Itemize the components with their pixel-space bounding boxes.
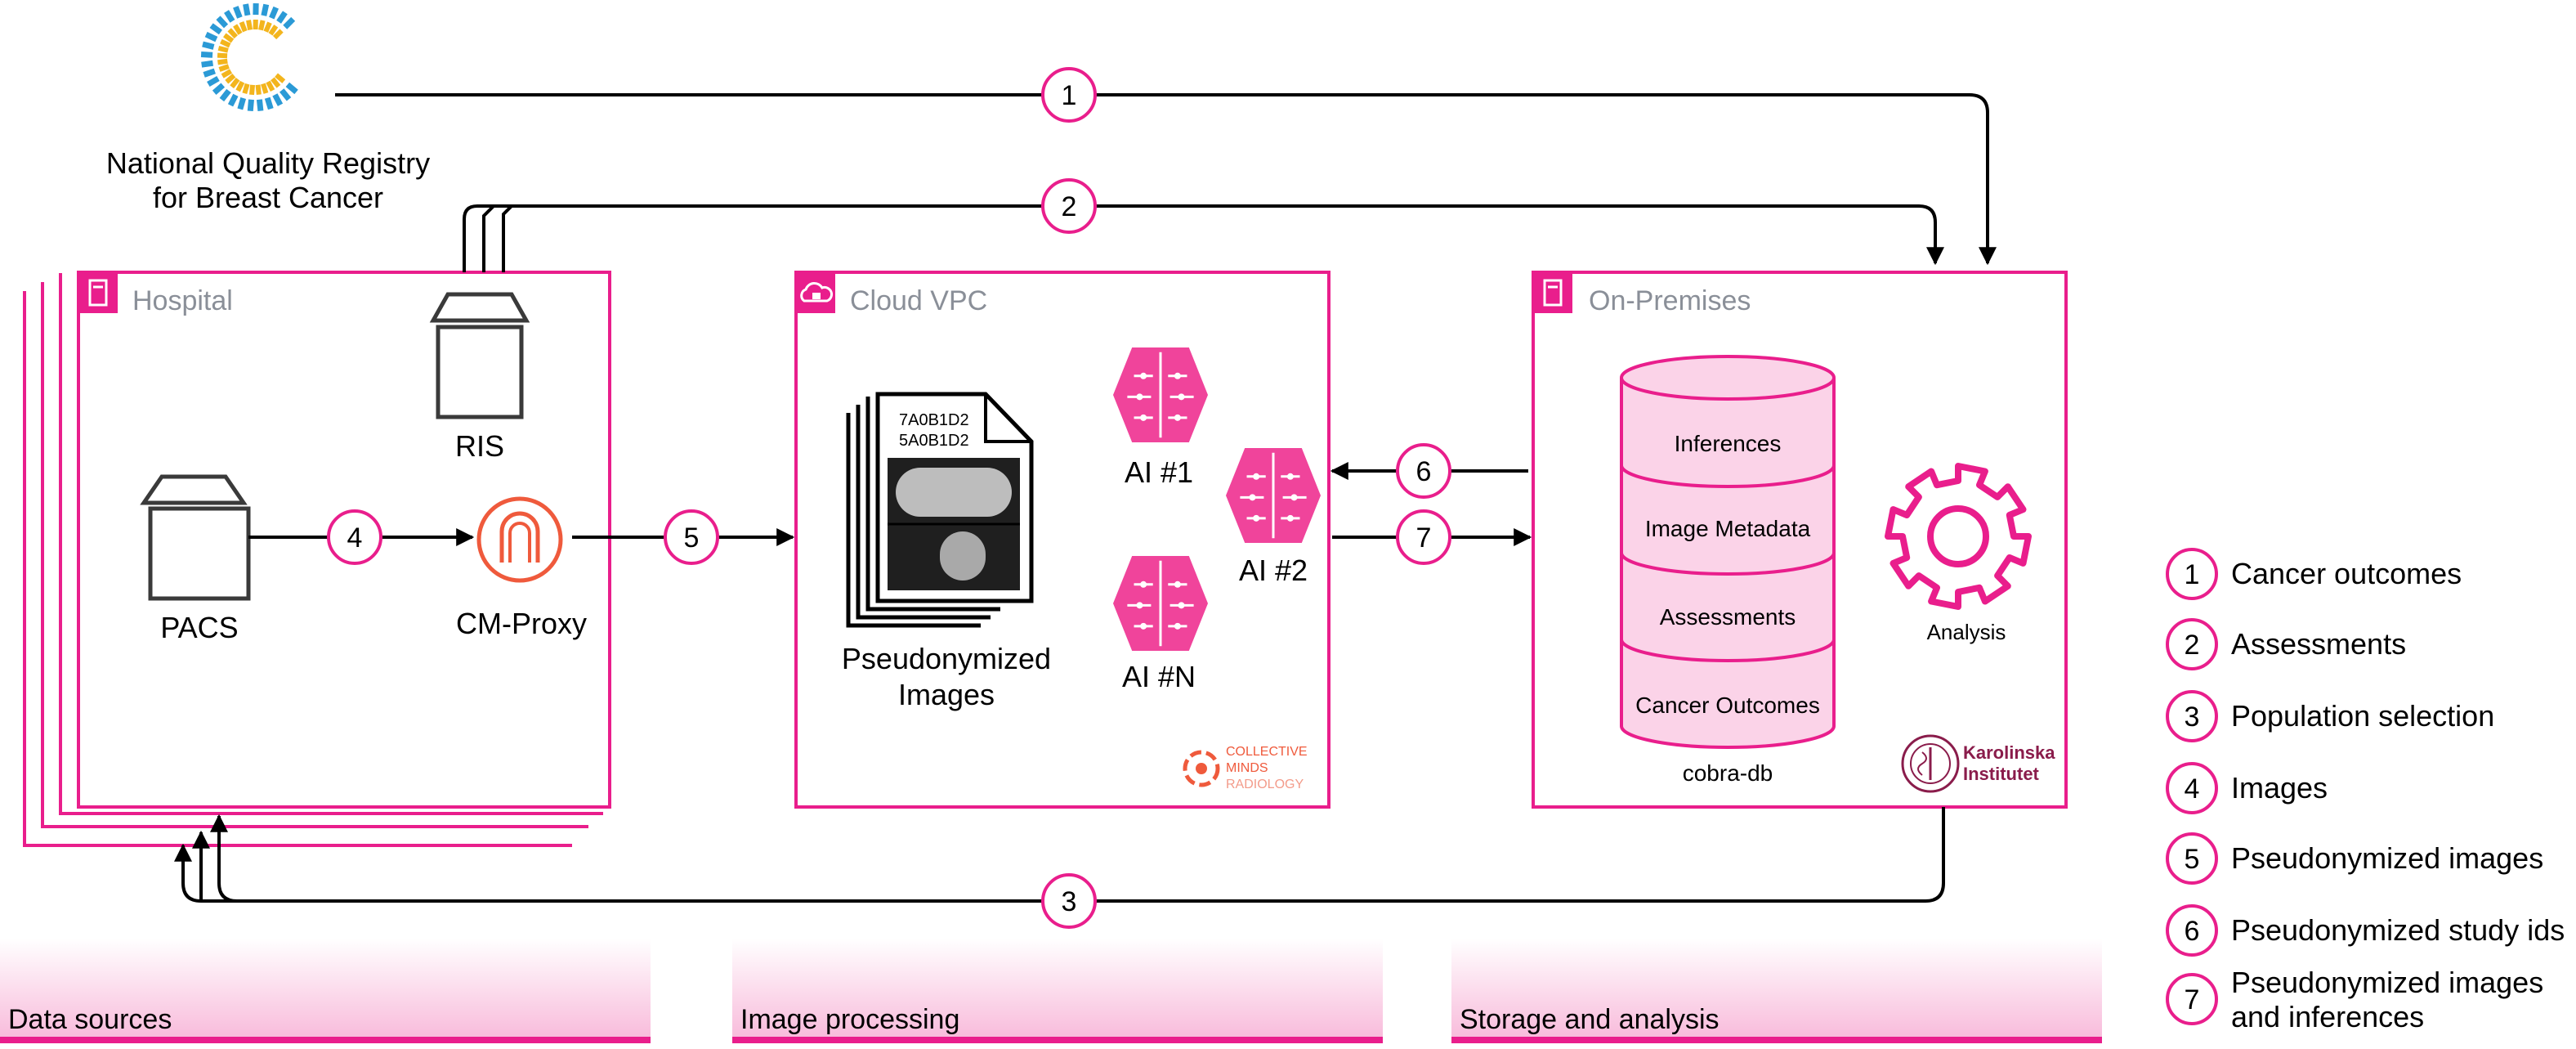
legend-label: Pseudonymized study ids (2231, 913, 2565, 947)
legend: 1 Cancer outcomes 2 Assessments 3 Popula… (2166, 548, 2565, 1033)
flow-badge-5: 5 (664, 509, 719, 565)
db-layer-assessments: Assessments (1660, 604, 1796, 630)
flow-badge-2: 2 (1041, 178, 1097, 234)
legend-item: 6 Pseudonymized study ids (2166, 904, 2565, 957)
flow-badge-7: 7 (1396, 509, 1451, 565)
legend-number: 4 (2185, 773, 2200, 805)
server-icon (78, 272, 118, 313)
collective-minds-logo-icon (1183, 750, 1220, 787)
db-layer-cancer-outcomes: Cancer Outcomes (1635, 693, 1820, 718)
cm-logo-line1: COLLECTIVE (1226, 745, 1308, 759)
pseudonymized-images-label-1: Pseudonymized (842, 642, 1051, 675)
server-icon (1533, 272, 1572, 313)
svg-text:3: 3 (1062, 886, 1077, 917)
svg-text:4: 4 (347, 522, 363, 554)
legend-label: Images (2231, 771, 2328, 805)
flow-line-2 (463, 204, 1944, 272)
legend-number: 3 (2185, 702, 2200, 733)
legend-item: 7 Pseudonymized images and inferences (2166, 966, 2543, 1033)
registry-logo-icon (200, 2, 298, 112)
section-bar-storage-analysis: Storage and analysis (1451, 939, 2102, 1043)
legend-number: 1 (2185, 559, 2200, 590)
hospital-title: Hospital (132, 285, 233, 316)
legend-label: Assessments (2231, 627, 2406, 661)
pacs-label: PACS (160, 611, 238, 644)
analysis-label: Analysis (1927, 620, 2006, 644)
cloud-lock-icon (796, 272, 835, 313)
legend-label: Cancer outcomes (2231, 557, 2462, 590)
cloud-title: Cloud VPC (850, 285, 987, 316)
db-layer-inferences: Inferences (1675, 431, 1782, 456)
section-bar-image-processing: Image processing (732, 939, 1383, 1043)
legend-item: 5 Pseudonymized images (2166, 832, 2543, 885)
registry-name-line2: for Breast Cancer (153, 181, 383, 214)
flow-line-1 (335, 93, 1997, 266)
section-label-image-processing: Image processing (740, 1004, 959, 1035)
ai-n-label: AI #N (1122, 660, 1196, 693)
svg-text:2: 2 (1062, 191, 1077, 222)
svg-text:1: 1 (1062, 80, 1077, 111)
cm-proxy-label: CM-Proxy (456, 607, 587, 640)
legend-item: 4 Images (2166, 762, 2328, 814)
legend-label: Pseudonymized images (2231, 841, 2543, 875)
ai-2-label: AI #2 (1239, 554, 1308, 587)
svg-text:6: 6 (1416, 456, 1432, 487)
registry-name-line1: National Quality Registry (106, 146, 430, 180)
legend-number: 2 (2185, 630, 2200, 661)
legend-item: 3 Population selection (2166, 690, 2494, 742)
doc-id-2: 5A0B1D2 (899, 432, 969, 450)
ai-1-label: AI #1 (1125, 455, 1193, 489)
legend-number: 7 (2185, 984, 2200, 1015)
ki-logo-line1: Karolinska (1963, 742, 2055, 763)
cm-logo-line3: RADIOLOGY (1226, 778, 1304, 791)
onprem-title: On-Premises (1589, 285, 1751, 316)
db-label: cobra-db (1683, 760, 1773, 786)
gear-icon (1885, 463, 2032, 610)
legend-number: 6 (2185, 916, 2200, 947)
flow-badge-4: 4 (327, 509, 382, 565)
legend-number: 5 (2185, 844, 2200, 875)
pacs-server-icon (140, 474, 251, 601)
flow-badge-6: 6 (1396, 443, 1451, 499)
karolinska-seal-icon (1901, 734, 1960, 793)
cm-proxy-icon (476, 496, 563, 583)
ris-server-icon (429, 292, 530, 419)
flow-badge-3: 3 (1041, 873, 1097, 929)
section-bar-data-sources: Data sources (0, 939, 651, 1043)
ai-brain-icon-2 (1226, 448, 1321, 543)
legend-label: Population selection (2231, 699, 2494, 733)
ai-brain-icon-n (1113, 556, 1208, 651)
svg-text:5: 5 (684, 522, 700, 554)
legend-label: Pseudonymized images (2231, 966, 2543, 999)
ai-brain-icon-1 (1113, 347, 1208, 442)
ki-logo-line2: Institutet (1963, 764, 2040, 784)
ris-label: RIS (455, 429, 504, 463)
pseudonymized-image-stack-icon (846, 392, 1034, 628)
section-label-storage-analysis: Storage and analysis (1460, 1004, 1720, 1035)
pseudonymized-images-label-2: Images (898, 678, 995, 711)
cloud-frame (794, 271, 1330, 809)
cm-logo-line2: MINDS (1226, 761, 1268, 775)
legend-item: 2 Assessments (2166, 618, 2406, 670)
svg-text:7: 7 (1416, 522, 1432, 554)
flow-badge-1: 1 (1041, 67, 1097, 123)
cobra-db-cylinder-icon (1620, 355, 1836, 749)
section-label-data-sources: Data sources (8, 1004, 172, 1035)
legend-label-line2: and inferences (2231, 1000, 2424, 1033)
legend-item: 1 Cancer outcomes (2166, 548, 2462, 600)
onprem-frame (1532, 271, 2068, 809)
db-layer-image-metadata: Image Metadata (1645, 516, 1811, 541)
doc-id-1: 7A0B1D2 (899, 411, 969, 429)
